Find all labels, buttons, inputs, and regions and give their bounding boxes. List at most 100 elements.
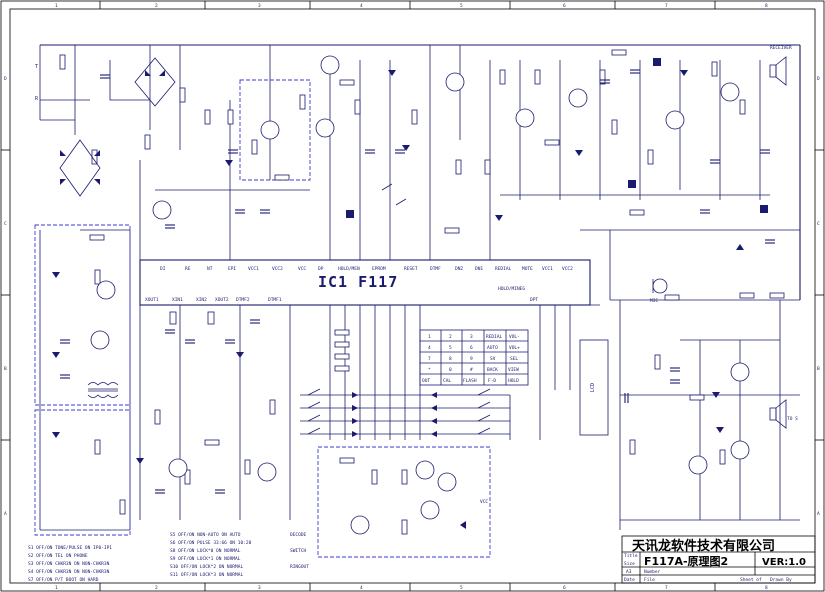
to-s-label: TO S [787, 416, 798, 422]
grid-top-7: 7 [665, 3, 668, 9]
tb-size-value: A3 [626, 569, 632, 575]
key-4: 4 [428, 345, 431, 351]
tb-drawn-by-label: Drawn By [770, 577, 792, 583]
grid-top-2: 2 [155, 3, 158, 9]
note-switch: SWITCH [290, 548, 307, 554]
grid-bottom-5: 5 [460, 585, 463, 591]
note-ringout: RINGOUT [290, 564, 309, 570]
ic-pin-top-7: VCC [298, 266, 306, 272]
key-cal: CAL [443, 378, 451, 384]
ic-top-pins: DI RE NT EPI VCC1 VCC2 VCC DP HOLD/MEN E… [160, 266, 573, 272]
ic-pin-top-16: MUTE [522, 266, 533, 272]
key-hold: HOLD [508, 378, 519, 384]
note-decode: DECODE [290, 532, 307, 538]
ic-pin-top-4: EPI [228, 266, 236, 272]
line-t-marker: T [35, 64, 38, 70]
note-s2: S2 OFF/ON TEL ON PHONE [28, 553, 88, 559]
ic-pin-bottom-7: HOLD/MINEG [498, 286, 525, 292]
ic-pin-bottom-2: XIN1 [172, 297, 183, 303]
grid-bottom-4: 4 [360, 585, 363, 591]
note-s8: S8 OFF/ON LOCK*0 ON NORMAL [170, 548, 241, 554]
grid-bottom-3: 3 [258, 585, 261, 591]
ic-pin-top-8: DP [318, 266, 324, 272]
key-9: 9 [470, 356, 473, 362]
ic-pin-bottom-1: XOUT1 [145, 297, 159, 303]
grid-top-1: 1 [55, 3, 58, 9]
version-label: VER:1.0 [762, 557, 806, 568]
ic-pin-top-11: RESET [404, 266, 418, 272]
note-s6: S6 OFF/ON PULSE 33:66 ON 10:20 [170, 540, 252, 546]
capacitors [60, 69, 775, 494]
mic-label: MIC [650, 298, 658, 304]
tb-number-label: Number [644, 569, 661, 575]
note-s3: S3 OFF/ON CHKR3N ON NON-CHKR3N [28, 561, 110, 567]
ic-pin-bottom-8: DPT [530, 297, 538, 303]
ic-pin-top-13: DN2 [455, 266, 463, 272]
line-r-marker: R [35, 96, 39, 102]
key-8: 8 [449, 356, 452, 362]
grid-bottom-2: 2 [155, 585, 158, 591]
grid-right-b: B [817, 366, 820, 372]
key-vol-up: VOL+ [509, 345, 520, 351]
key-5: 5 [449, 345, 452, 351]
option-switches [307, 183, 491, 435]
ic-pin-top-5: VCC1 [248, 266, 259, 272]
grid-right-d: D [817, 76, 820, 82]
mic-icon: MIC [650, 278, 668, 304]
bridge-rectifiers [59, 57, 176, 197]
key-hash: # [470, 367, 473, 373]
key-vol-down: VOL- [509, 334, 520, 340]
dashed-blocks [34, 79, 491, 558]
key-redial: REDIAL [486, 334, 503, 340]
key-view: VIEW [508, 367, 519, 373]
grid-bottom-8: 8 [765, 585, 768, 591]
ic-pin-top-12: DTMF [430, 266, 441, 272]
tb-sheet-label: Sheet of [740, 577, 762, 583]
key-auto: AUTO [487, 345, 498, 351]
wiring [39, 44, 801, 531]
misc-labels: RECEIVER TO S VCC R T [35, 45, 798, 505]
drawing-title: F117A-原理图2 [644, 555, 728, 568]
lcd-label: LCD [590, 383, 596, 392]
key-back: BACK [487, 367, 498, 373]
tb-title-label: Title [624, 553, 638, 559]
ic-pin-top-17: VCC1 [542, 266, 553, 272]
grid-right-c: C [817, 221, 820, 227]
grid-bottom-1: 1 [55, 585, 58, 591]
key-3: 3 [470, 334, 473, 340]
key-1: 1 [428, 334, 431, 340]
ic-pin-top-3: NT [207, 266, 213, 272]
grid-right-a: A [817, 511, 820, 517]
keypad-matrix: 1 2 3 REDIAL VOL- 4 5 6 AUTO VOL+ 7 8 9 … [419, 329, 529, 386]
grid-left-a: A [4, 511, 7, 517]
ic1-chip: IC1 F117 [139, 259, 591, 306]
ic-pin-top-6: VCC2 [272, 266, 283, 272]
ic-pin-top-1: DI [160, 266, 166, 272]
key-2: 2 [449, 334, 452, 340]
ic-bottom-pins: XOUT1 XIN1 XIN2 XOUT2 DTMF2 DTMF1 HOLD/M… [145, 286, 538, 303]
transistors [90, 55, 750, 535]
key-star: * [428, 367, 431, 373]
led-indicators [346, 58, 768, 218]
grid-left-b: B [4, 366, 7, 372]
key-out: OUT [422, 378, 430, 384]
ic-pin-top-9: HOLD/MEN [338, 266, 360, 272]
grid-top-3: 3 [258, 3, 261, 9]
diodes [52, 70, 744, 529]
note-s9: S9 OFF/ON LOCK*1 ON NORMAL [170, 556, 241, 562]
switch-notes: S1 OFF/ON TONE/PULSE ON IP0-IP1 S2 OFF/O… [28, 532, 309, 583]
key-6: 6 [470, 345, 473, 351]
key-7: 7 [428, 356, 431, 362]
transformer [87, 382, 119, 398]
grid-top-4: 4 [360, 3, 363, 9]
ic-pin-top-14: DN1 [475, 266, 483, 272]
title-block: 天讯龙软件技术有限公司 Title F117A-原理图2 VER:1.0 Siz… [621, 535, 816, 584]
tb-file-label: File [644, 577, 655, 583]
grid-top-5: 5 [460, 3, 463, 9]
key-fd: F-D [488, 378, 496, 384]
ic-pin-top-18: VCC2 [562, 266, 573, 272]
ic-pin-bottom-3: XIN2 [196, 297, 207, 303]
ic-pin-top-15: REDIAL [495, 266, 512, 272]
ic-name: IC1 F117 [318, 273, 398, 291]
